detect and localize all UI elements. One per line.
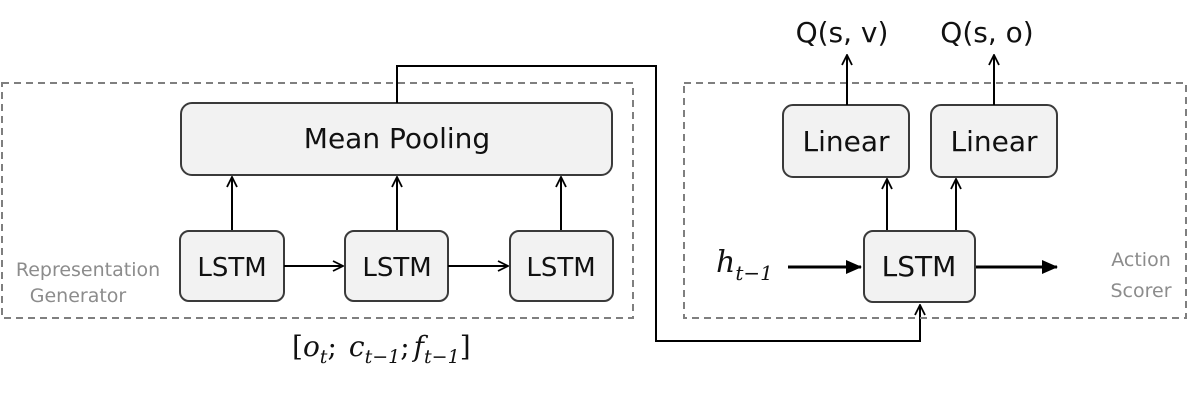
generator-lstm-box-3	[509, 230, 614, 302]
representation-generator-frame	[1, 82, 634, 319]
action-scorer-title-line2: Scorer	[1110, 280, 1171, 302]
output-q-s-o: Q(s, o)	[940, 16, 1033, 49]
hidden-state-input-label: ht−1	[716, 245, 773, 285]
action-scorer: Action Scorer LSTM Linear Linear Q(s, v)…	[683, 16, 1187, 319]
output-q-s-v: Q(s, v)	[796, 16, 889, 49]
generator-lstm-label-1: LSTM	[197, 253, 266, 283]
pooling-to-scorer-connector	[396, 65, 920, 342]
linear-label-1: Linear	[802, 125, 890, 158]
linear-label-2: Linear	[950, 125, 1038, 158]
representation-generator-title-line2: Generator	[30, 285, 127, 307]
generator-lstm-label-2: LSTM	[362, 253, 431, 283]
scorer-lstm-label: LSTM	[882, 250, 957, 283]
representation-generator: Representation Generator Mean Pooling LS…	[1, 82, 634, 368]
action-scorer-title-line1: Action	[1111, 249, 1171, 271]
scorer-lstm-box	[863, 230, 976, 303]
action-scorer-frame	[683, 82, 1187, 319]
generator-input-label: [ot;ct−1;ft−1]	[292, 330, 471, 368]
representation-generator-title-line1: Representation	[16, 259, 160, 281]
mean-pooling-label: Mean Pooling	[304, 122, 490, 155]
generator-lstm-label-3: LSTM	[526, 253, 595, 283]
